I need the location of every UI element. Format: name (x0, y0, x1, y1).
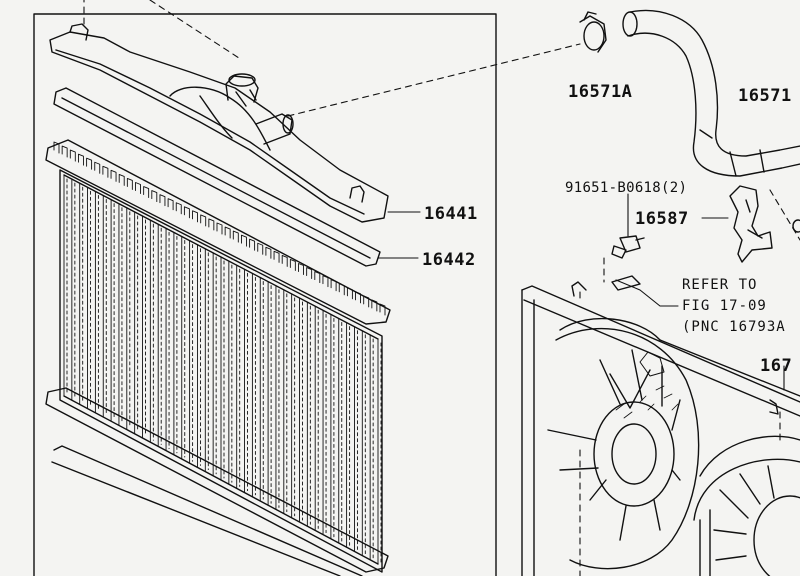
hose-clamp (579, 11, 607, 53)
callout-167: 167 (760, 356, 793, 376)
tag-piece (611, 275, 641, 291)
refer-note: REFER TO FIG 17-09 (PNC 16793A (682, 275, 786, 338)
radiator-filler-neck (225, 73, 259, 107)
callout-16587: 16587 (635, 209, 689, 229)
bracket (729, 185, 800, 263)
group-frame (33, 13, 497, 576)
refer-note-line3: (PNC 16793A (682, 319, 786, 335)
refer-note-line1: REFER TO (682, 277, 758, 293)
callout-16441: 16441 (424, 204, 478, 224)
fan-right (693, 435, 800, 576)
upper-gasket (53, 87, 381, 267)
fan-left (547, 327, 700, 570)
radiator-hose (622, 9, 800, 177)
callout-16571A: 16571A (568, 82, 633, 102)
radiator-upper-tank (49, 23, 389, 223)
callout-91651: 91651-B0618(2) (565, 180, 688, 196)
radiator-fins (63, 174, 382, 565)
callout-16571: 16571 (738, 86, 792, 106)
radiator-header-teeth (53, 141, 386, 316)
pointer-lines (377, 193, 785, 391)
refer-note-line2: FIG 17-09 (682, 298, 767, 314)
callout-16442: 16442 (422, 250, 476, 270)
fan-shroud (521, 281, 800, 576)
radiator-outlet-pipe (255, 113, 294, 145)
bolt (611, 235, 645, 259)
shroud-texture (615, 385, 679, 419)
